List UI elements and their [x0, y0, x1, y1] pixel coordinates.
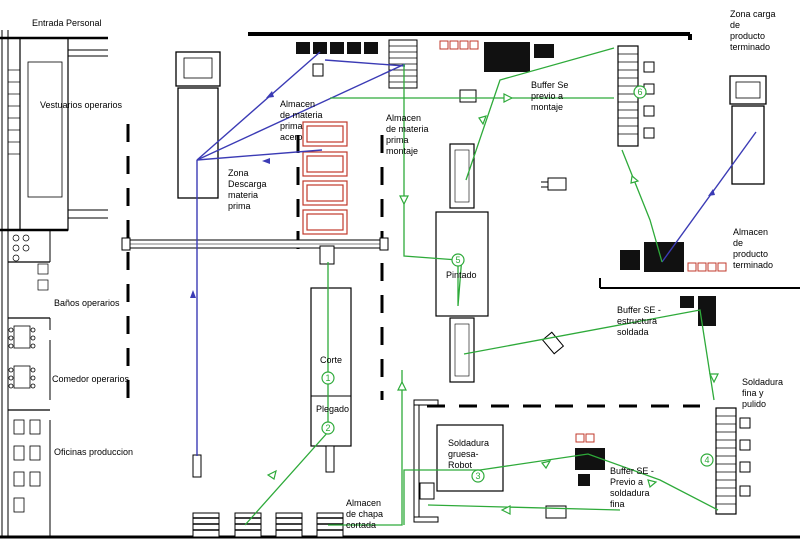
svg-text:6: 6 [637, 87, 642, 97]
label-zona-descarga: Zona Descarga materia prima [228, 168, 269, 211]
label-soldadura-gruesa: Soldadura gruesa- Robot [448, 438, 492, 470]
material-flow-green [244, 47, 719, 526]
svg-text:3: 3 [475, 471, 480, 481]
label-buffer-soldadura-fina: Buffer SE - Previo a soldadura fina [610, 466, 656, 509]
truck-unloading [175, 51, 221, 199]
personnel-area [1, 30, 108, 537]
station-4-marker: 4 [700, 453, 714, 467]
station-1-marker: 1 [321, 371, 335, 385]
svg-text:5: 5 [455, 255, 460, 265]
station-3-marker: 3 [471, 469, 485, 483]
steel-racks [302, 40, 727, 443]
truck-loading [729, 75, 767, 185]
label-banos: Baños operarios [54, 298, 120, 308]
machines [192, 45, 751, 523]
label-almacen-chapa: Almacen de chapa cortada [346, 498, 386, 530]
label-comedor: Comedor operarios [52, 374, 130, 384]
svg-text:2: 2 [325, 423, 330, 433]
traffic-lanes [126, 124, 700, 408]
label-zona-carga: Zona carga de producto terminado [730, 9, 778, 52]
label-entrada-personal: Entrada Personal [32, 18, 102, 28]
station-5-marker: 5 [451, 253, 465, 267]
label-pintado: Pintado [446, 270, 477, 280]
pallets-and-buffers [192, 39, 716, 538]
area-labels: Entrada Personal Vestuarios operarios Ba… [32, 9, 786, 530]
station-6-marker: 6 [633, 85, 647, 99]
label-almacen-acero: Almacen de materia prima acero [280, 99, 325, 142]
logistics-flow-blue [190, 51, 757, 456]
label-oficinas: Oficinas produccion [54, 447, 133, 457]
label-plegado: Plegado [316, 404, 349, 414]
label-buffer-montaje: Buffer Se previo a montaje [531, 80, 571, 112]
svg-text:1: 1 [325, 373, 330, 383]
label-buffer-soldada: Buffer SE - estructura soldada [617, 305, 663, 337]
label-vestuarios: Vestuarios operarios [40, 100, 123, 110]
label-soldadura-fina: Soldadura fina y pulido [742, 377, 786, 409]
outer-walls [0, 32, 800, 539]
svg-text:4: 4 [704, 455, 709, 465]
overhead-crane [121, 237, 389, 265]
label-corte: Corte [320, 355, 342, 365]
station-2-marker: 2 [321, 421, 335, 435]
label-almacen-montaje: Almacen de materia prima montaje [386, 113, 431, 156]
station-markers: 1 2 3 4 5 6 [321, 85, 714, 483]
label-almacen-terminado: Almacen de producto terminado [733, 227, 773, 270]
